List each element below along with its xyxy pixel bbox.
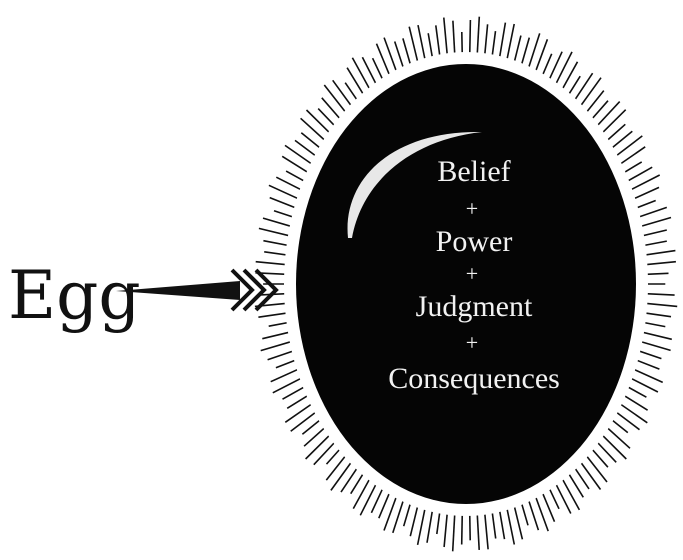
belief-text: Belief [437,155,510,188]
plus-sign-3: + [466,330,478,355]
consequences-text: Consequences [388,362,560,395]
egg-label: Egg [8,257,141,334]
judgment-text: Judgment [416,290,533,323]
power-text: Power [436,225,513,258]
plus-sign-2: + [466,261,478,286]
plus-sign-1: + [466,196,478,221]
